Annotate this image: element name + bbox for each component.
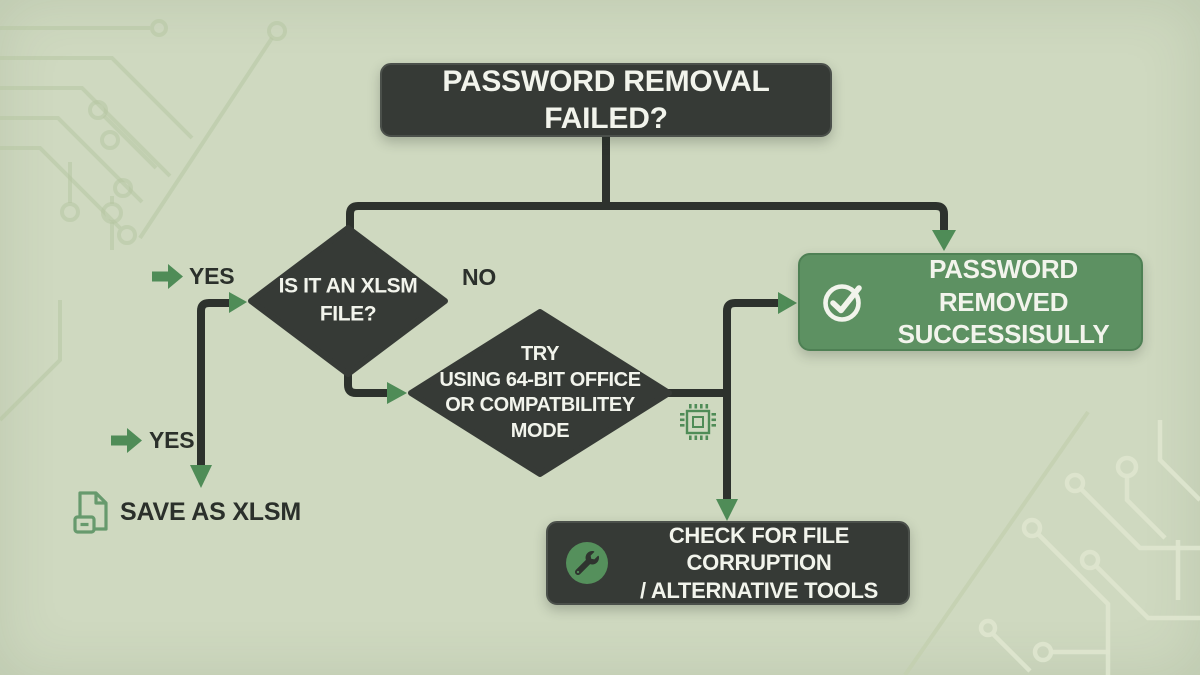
arrowhead-into-success-top <box>932 230 956 251</box>
edge-decision2-split <box>665 299 779 500</box>
fallback-node-label: CHECK FOR FILE CORRUPTION / ALTERNATIVE … <box>640 522 878 603</box>
edge-start-split <box>346 132 948 234</box>
edge-label-no: NO <box>462 264 497 290</box>
arrow-right-icon <box>152 264 183 289</box>
edge-label-yes-upper: YES <box>189 263 235 289</box>
arrowhead-into-save <box>190 465 212 488</box>
file-save-icon <box>73 491 108 534</box>
save-as-xlsm-label: SAVE AS XLSM <box>120 498 301 526</box>
decision-office-diamond <box>408 309 672 477</box>
success-node-label: PASSWORD REMOVED SUCCESSISULLY <box>897 254 1110 350</box>
success-node: PASSWORD REMOVED SUCCESSISULLY <box>798 253 1143 351</box>
start-node: PASSWORD REMOVAL FAILED? <box>380 63 832 137</box>
chip-icon <box>680 404 716 440</box>
check-circle-icon <box>823 284 862 322</box>
decision-xlsm-label: IS IT AN XLSM FILE? <box>278 274 418 326</box>
fallback-node: CHECK FOR FILE CORRUPTION / ALTERNATIVE … <box>546 521 910 605</box>
edge-yes-save <box>197 299 231 466</box>
wrench-icon <box>566 542 608 584</box>
edge-label-yes-lower: YES <box>149 427 195 453</box>
arrowhead-into-decision1-left <box>229 292 247 313</box>
edge-no-decision2 <box>344 368 388 397</box>
arrowhead-into-fallback <box>716 499 738 521</box>
decision-office-label: TRY USING 64-BIT OFFICE OR COMPATBILITEY… <box>439 342 641 442</box>
circuit-cluster-top-left <box>0 19 287 422</box>
start-node-label: PASSWORD REMOVAL FAILED? <box>442 64 770 136</box>
arrow-right-icon <box>111 428 142 453</box>
arrowhead-into-success-left <box>778 292 797 314</box>
decision-xlsm-diamond <box>248 225 448 377</box>
arrowhead-into-decision2-left <box>387 382 407 404</box>
circuit-cluster-bottom-right <box>903 410 1200 675</box>
